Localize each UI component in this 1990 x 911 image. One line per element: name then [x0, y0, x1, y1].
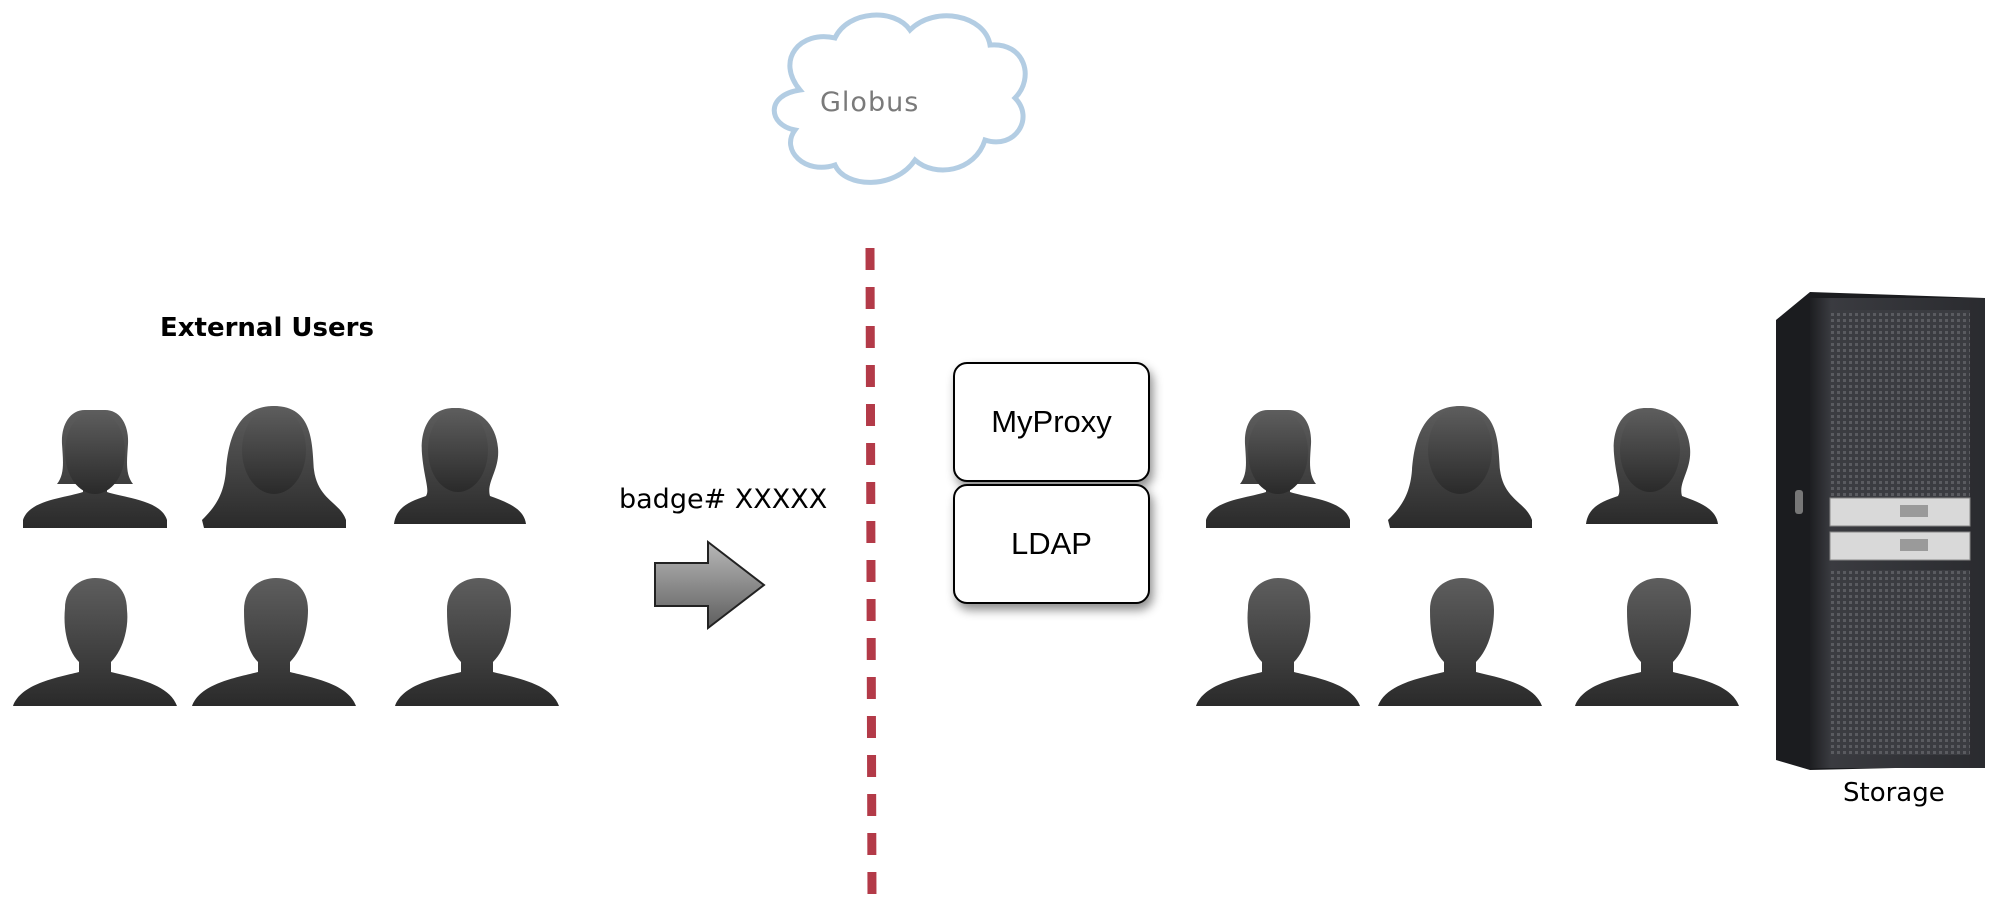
user-silhouette-icon [1206, 410, 1350, 528]
globus-label: Globus [820, 87, 920, 118]
ldap-box: LDAP [953, 484, 1150, 604]
myproxy-label: MyProxy [991, 404, 1112, 439]
user-silhouette-icon [1196, 578, 1360, 706]
badge-label: badge# XXXXX [619, 484, 828, 515]
internal-users-group [1196, 406, 1739, 706]
user-silhouette-icon [394, 408, 526, 524]
user-silhouette-icon [13, 578, 177, 706]
storage-rack-icon [1776, 292, 1985, 770]
user-silhouette-icon [1586, 408, 1718, 524]
external-users-title: External Users [160, 313, 374, 343]
user-silhouette-icon [192, 578, 356, 706]
storage-label: Storage [1843, 778, 1945, 808]
user-silhouette-icon [1575, 578, 1739, 706]
globus-cloud-icon [771, 12, 1028, 185]
user-silhouette-icon [395, 578, 559, 706]
user-silhouette-icon [1378, 578, 1542, 706]
user-silhouette-icon [1388, 406, 1532, 528]
arrow-right-icon [654, 539, 766, 631]
boundary-line [865, 247, 877, 906]
user-silhouette-icon [202, 406, 346, 528]
myproxy-box: MyProxy [953, 362, 1150, 482]
user-silhouette-icon [23, 410, 167, 528]
external-users-group [13, 406, 559, 706]
ldap-label: LDAP [1011, 526, 1092, 561]
